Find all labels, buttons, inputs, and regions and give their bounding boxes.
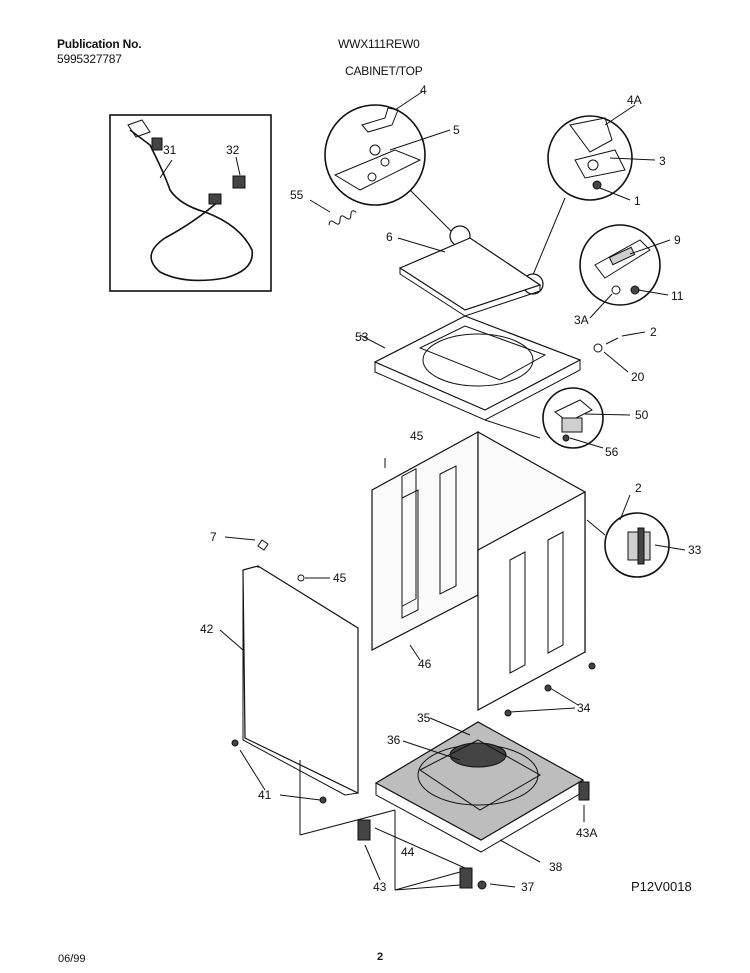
switch-assembly <box>542 387 631 449</box>
bracket-detail <box>586 494 686 578</box>
callout-33: 33 <box>688 543 702 557</box>
callout-53: 53 <box>355 330 369 344</box>
callout-38: 38 <box>549 860 563 874</box>
lid-hinge-detail <box>324 91 451 206</box>
lid-switch-detail <box>579 224 671 319</box>
callout-37: 37 <box>521 880 535 894</box>
callout-2-top: 2 <box>650 325 657 339</box>
callout-6: 6 <box>386 230 393 244</box>
callout-20: 20 <box>631 370 645 384</box>
callout-55: 55 <box>290 188 304 202</box>
publication-number: 5995327787 <box>57 52 122 66</box>
footer-page-number: 2 <box>377 951 384 963</box>
callout-43: 43 <box>373 880 387 894</box>
section-title: CABINET/TOP <box>345 64 423 78</box>
callout-45-front: 45 <box>333 571 347 585</box>
callout-36: 36 <box>387 733 401 747</box>
power-cord-inset <box>109 114 272 292</box>
model-number: WWX111REW0 <box>338 37 420 51</box>
callout-56: 56 <box>605 445 619 459</box>
callout-9: 9 <box>674 233 681 247</box>
callout-50: 50 <box>635 408 649 422</box>
callout-4a: 4A <box>627 93 642 107</box>
callout-5: 5 <box>453 123 460 137</box>
callout-44: 44 <box>401 845 415 859</box>
callout-46: 46 <box>418 657 432 671</box>
cabinet-base <box>374 717 585 853</box>
lid-hinge-detail-2 <box>547 104 656 201</box>
callout-43a: 43A <box>576 826 597 840</box>
callout-35: 35 <box>417 711 431 725</box>
lid <box>397 237 542 317</box>
publication-label: Publication No. <box>57 37 142 51</box>
leveling-legs <box>357 781 590 891</box>
callout-1: 1 <box>634 194 641 208</box>
callout-4: 4 <box>420 83 427 97</box>
callout-34: 34 <box>577 701 591 715</box>
cabinet-side <box>477 490 586 712</box>
callout-45-top: 45 <box>410 429 424 443</box>
callout-32: 32 <box>226 143 240 157</box>
front-panel <box>219 536 359 796</box>
callout-11: 11 <box>671 289 684 303</box>
callout-41: 41 <box>258 788 272 802</box>
callout-3a: 3A <box>574 313 589 327</box>
callout-3: 3 <box>659 154 666 168</box>
footer-date: 06/99 <box>58 953 86 965</box>
callout-31: 31 <box>163 143 177 157</box>
callout-2-side: 2 <box>635 481 642 495</box>
cabinet-top <box>359 315 582 439</box>
callout-42: 42 <box>200 622 214 636</box>
callout-7: 7 <box>210 530 217 544</box>
diagram-code: P12V0018 <box>631 879 692 894</box>
